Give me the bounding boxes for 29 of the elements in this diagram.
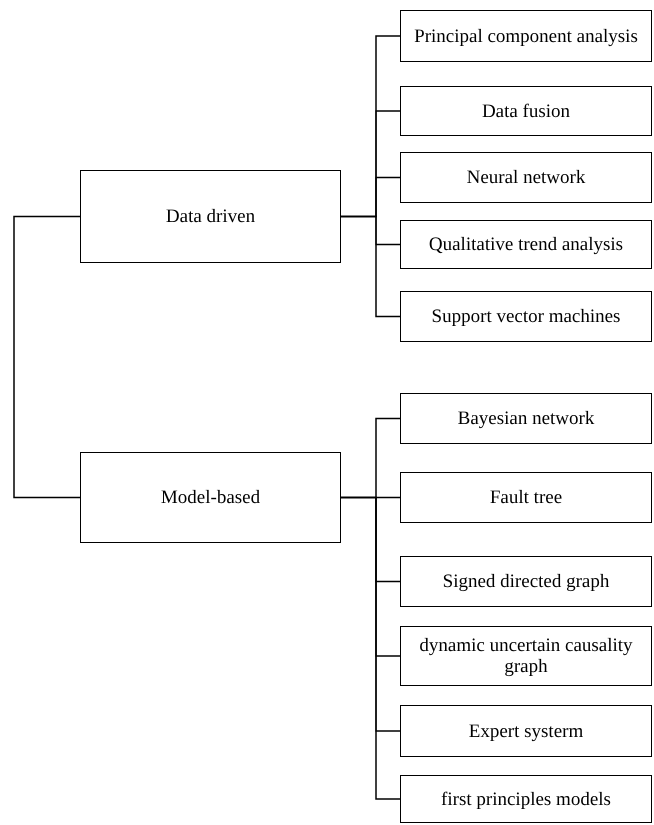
connector-line <box>341 496 400 800</box>
box-label: Qualitative trend analysis <box>428 234 624 255</box>
category-box <box>400 556 652 607</box>
category-box <box>80 170 341 263</box>
box-label: dynamic uncertain causality graph <box>418 635 634 677</box>
category-box <box>400 220 652 269</box>
category-box <box>400 393 652 444</box>
category-box <box>400 10 652 62</box>
box-label: first principles models <box>441 788 611 810</box>
box-label: Support vector machines <box>432 306 620 327</box>
category-box <box>400 291 652 342</box>
box-label: Data fusion <box>482 100 570 122</box>
category-box <box>400 705 652 757</box>
category-box <box>80 452 341 543</box>
box-label: Bayesian network <box>458 408 594 429</box>
box-label: Expert systerm <box>468 720 584 742</box>
category-box <box>400 472 652 523</box>
box-label: Model-based <box>160 487 260 508</box>
box-label: Fault tree <box>490 487 562 508</box>
category-box <box>400 626 652 686</box>
box-label: Neural network <box>466 167 586 188</box>
box-label: Principal component analysis <box>414 26 638 46</box>
category-box <box>400 775 652 823</box>
box-label: Signed directed graph <box>442 571 610 592</box>
connector-line <box>13 216 80 498</box>
category-box <box>400 152 652 203</box>
category-box <box>400 86 652 136</box>
box-label: Data driven <box>166 206 256 227</box>
connector-line <box>341 216 400 318</box>
